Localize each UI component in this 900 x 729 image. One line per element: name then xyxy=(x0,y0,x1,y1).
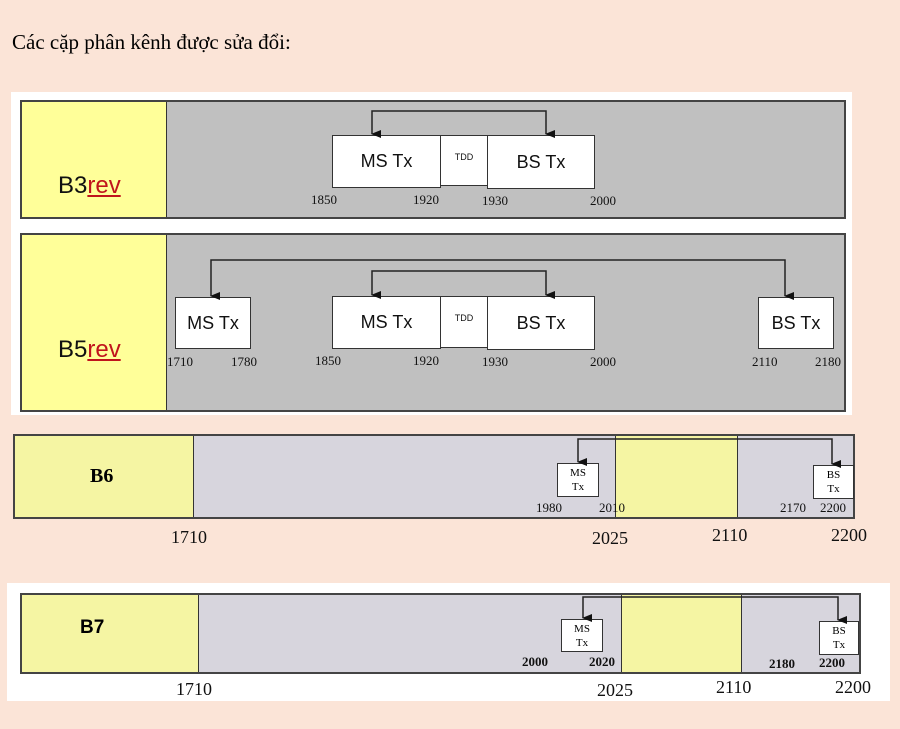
b7-ms-line2: Tx xyxy=(575,637,589,649)
b3rev-label-cell xyxy=(22,102,167,217)
freq-label: 1850 xyxy=(315,353,341,368)
axis-label: 1710 xyxy=(176,679,212,699)
freq-label: 2110 xyxy=(752,354,778,369)
b6-label-cell xyxy=(15,436,194,517)
freq-label: 1980 xyxy=(536,500,562,515)
b3rev-suffix: rev xyxy=(87,172,121,199)
freq-label: 2010 xyxy=(599,500,625,515)
b6-ms-line2: Tx xyxy=(571,481,585,493)
freq-label: 2000 xyxy=(590,193,616,208)
b6-pair-arrow xyxy=(577,438,841,468)
b5rev-suffix: rev xyxy=(87,336,121,363)
b3rev-prefix: B3 xyxy=(58,172,88,199)
b3rev-pair-arrow xyxy=(371,110,555,138)
b7-gap-segment xyxy=(621,595,742,672)
freq-label: 1930 xyxy=(482,193,508,208)
axis-label: 2110 xyxy=(712,525,748,545)
freq-label: 1920 xyxy=(413,192,439,207)
b7-bs-tx: BS Tx xyxy=(819,621,859,655)
freq-label: 1920 xyxy=(413,353,439,368)
b5rev-tdd: TDD xyxy=(440,296,488,348)
b7-ms-tx: MS Tx xyxy=(561,619,603,652)
axis-label: 2025 xyxy=(597,680,633,700)
axis-label: 2200 xyxy=(831,525,867,545)
b6-gap-segment xyxy=(615,436,738,517)
freq-label: 1780 xyxy=(231,354,257,369)
b5rev-prefix: B5 xyxy=(58,336,88,363)
b7-label-cell xyxy=(22,595,199,672)
b7-pair-arrow xyxy=(582,596,847,624)
b6-bs-line2: Tx xyxy=(827,483,840,495)
b5rev-bs-tx: BS Tx xyxy=(487,296,595,350)
b7-bs-line2: Tx xyxy=(832,639,846,651)
page-title: Các cặp phân kênh được sửa đổi: xyxy=(12,30,291,54)
b5rev-outer-pair-arrow xyxy=(210,259,794,300)
b7-label: B7 xyxy=(80,617,105,638)
b5rev-label-cell xyxy=(22,235,167,410)
b3rev-label: B3rev xyxy=(58,172,121,200)
axis-label: 2200 xyxy=(835,677,871,697)
b7-bs-line1: BS xyxy=(832,625,846,637)
freq-label: 2000 xyxy=(590,354,616,369)
b6-ms-line1: MS xyxy=(570,467,586,479)
freq-label: 1850 xyxy=(311,192,337,207)
b5rev-bs-tx-high: BS Tx xyxy=(758,297,834,349)
b5rev-label: B5rev xyxy=(58,336,121,364)
axis-label: 2025 xyxy=(592,528,628,548)
freq-label: 2180 xyxy=(815,354,841,369)
freq-label: 2020 xyxy=(589,654,615,669)
freq-label: 1710 xyxy=(167,354,193,369)
freq-label: 2170 xyxy=(780,500,806,515)
b6-ms-tx: MS Tx xyxy=(557,463,599,497)
freq-label: 2200 xyxy=(820,500,846,515)
freq-label: 2200 xyxy=(819,655,845,670)
b5rev-ms-tx: MS Tx xyxy=(332,296,441,349)
freq-label: 1930 xyxy=(482,354,508,369)
freq-label: 2180 xyxy=(769,656,795,671)
axis-label: 1710 xyxy=(171,527,207,547)
b5rev-inner-pair-arrow xyxy=(371,270,555,299)
b6-label: B6 xyxy=(90,465,114,487)
b5rev-ms-tx-low: MS Tx xyxy=(175,297,251,349)
freq-label: 2000 xyxy=(522,654,548,669)
b6-bs-line1: BS xyxy=(826,469,841,481)
b7-ms-line1: MS xyxy=(574,623,590,635)
axis-label: 2110 xyxy=(716,677,752,697)
